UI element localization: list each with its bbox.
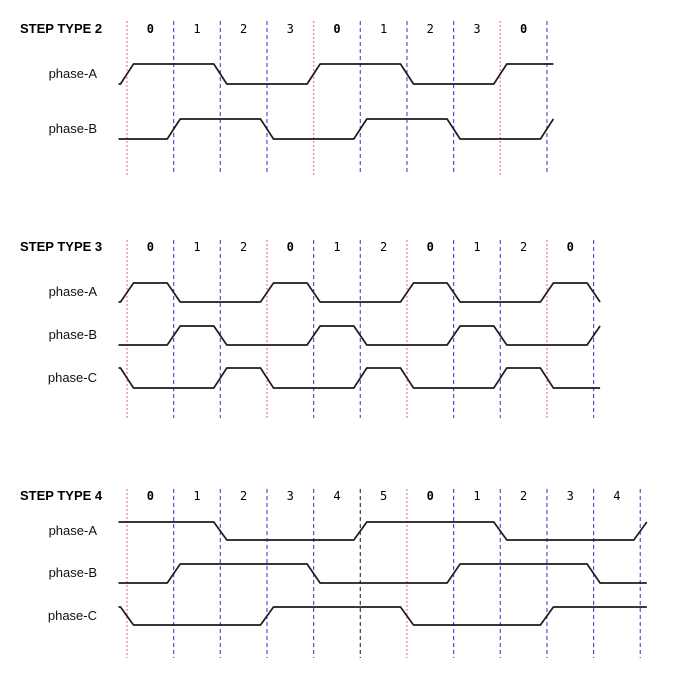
waveform-phase-C xyxy=(118,606,647,626)
step-number: 3 xyxy=(473,22,481,36)
step-number: 3 xyxy=(566,489,574,503)
step-number: 2 xyxy=(240,240,248,254)
step-number: 0 xyxy=(146,240,154,254)
waveform-phase-C xyxy=(118,367,601,389)
step-number: 1 xyxy=(473,240,481,254)
step-number: 0 xyxy=(566,240,574,254)
step-number: 1 xyxy=(333,240,341,254)
section-title-step-type-4: STEP TYPE 4 xyxy=(20,488,103,503)
phase-label-b: phase-B xyxy=(48,565,97,580)
step-number: 4 xyxy=(613,489,621,503)
step-number: 2 xyxy=(519,240,528,254)
step-number: 3 xyxy=(286,22,294,36)
step-number: 0 xyxy=(519,22,528,36)
phase-label-a: phase-A xyxy=(48,284,97,299)
phase-label-b: phase-B xyxy=(48,121,97,136)
step-number: 0 xyxy=(426,240,434,254)
section-title-step-type-2: STEP TYPE 2 xyxy=(20,21,103,36)
step-number: 2 xyxy=(380,240,388,254)
step-number: 1 xyxy=(193,240,201,254)
phase-label-a: phase-A xyxy=(48,523,97,538)
step-number: 0 xyxy=(426,489,434,503)
step-number: 0 xyxy=(146,489,154,503)
waveform-phase-A xyxy=(118,63,554,85)
phase-label-b: phase-B xyxy=(48,327,97,342)
waveform-phase-B xyxy=(118,563,647,584)
step-number: 0 xyxy=(286,240,294,254)
phase-label-a: phase-A xyxy=(48,66,97,81)
waveform-phase-A xyxy=(118,282,601,303)
step-number: 2 xyxy=(426,22,434,36)
waveform-phase-A xyxy=(118,521,648,541)
step-number: 1 xyxy=(193,489,201,503)
step-number: 2 xyxy=(240,22,248,36)
step-number: 1 xyxy=(473,489,481,503)
waveform-phase-B xyxy=(118,325,601,346)
step-number: 0 xyxy=(333,22,341,36)
step-number: 2 xyxy=(519,489,528,503)
phase-label-c: phase-C xyxy=(47,370,97,385)
waveform-phase-B xyxy=(118,118,555,140)
step-number: 5 xyxy=(380,489,388,503)
step-number: 1 xyxy=(193,22,201,36)
step-number: 2 xyxy=(240,489,248,503)
phase-label-c: phase-C xyxy=(47,608,97,623)
section-title-step-type-3: STEP TYPE 3 xyxy=(20,239,103,254)
step-number: 1 xyxy=(380,22,388,36)
step-number: 4 xyxy=(333,489,341,503)
step-number: 3 xyxy=(286,489,294,503)
step-number: 0 xyxy=(146,22,154,36)
